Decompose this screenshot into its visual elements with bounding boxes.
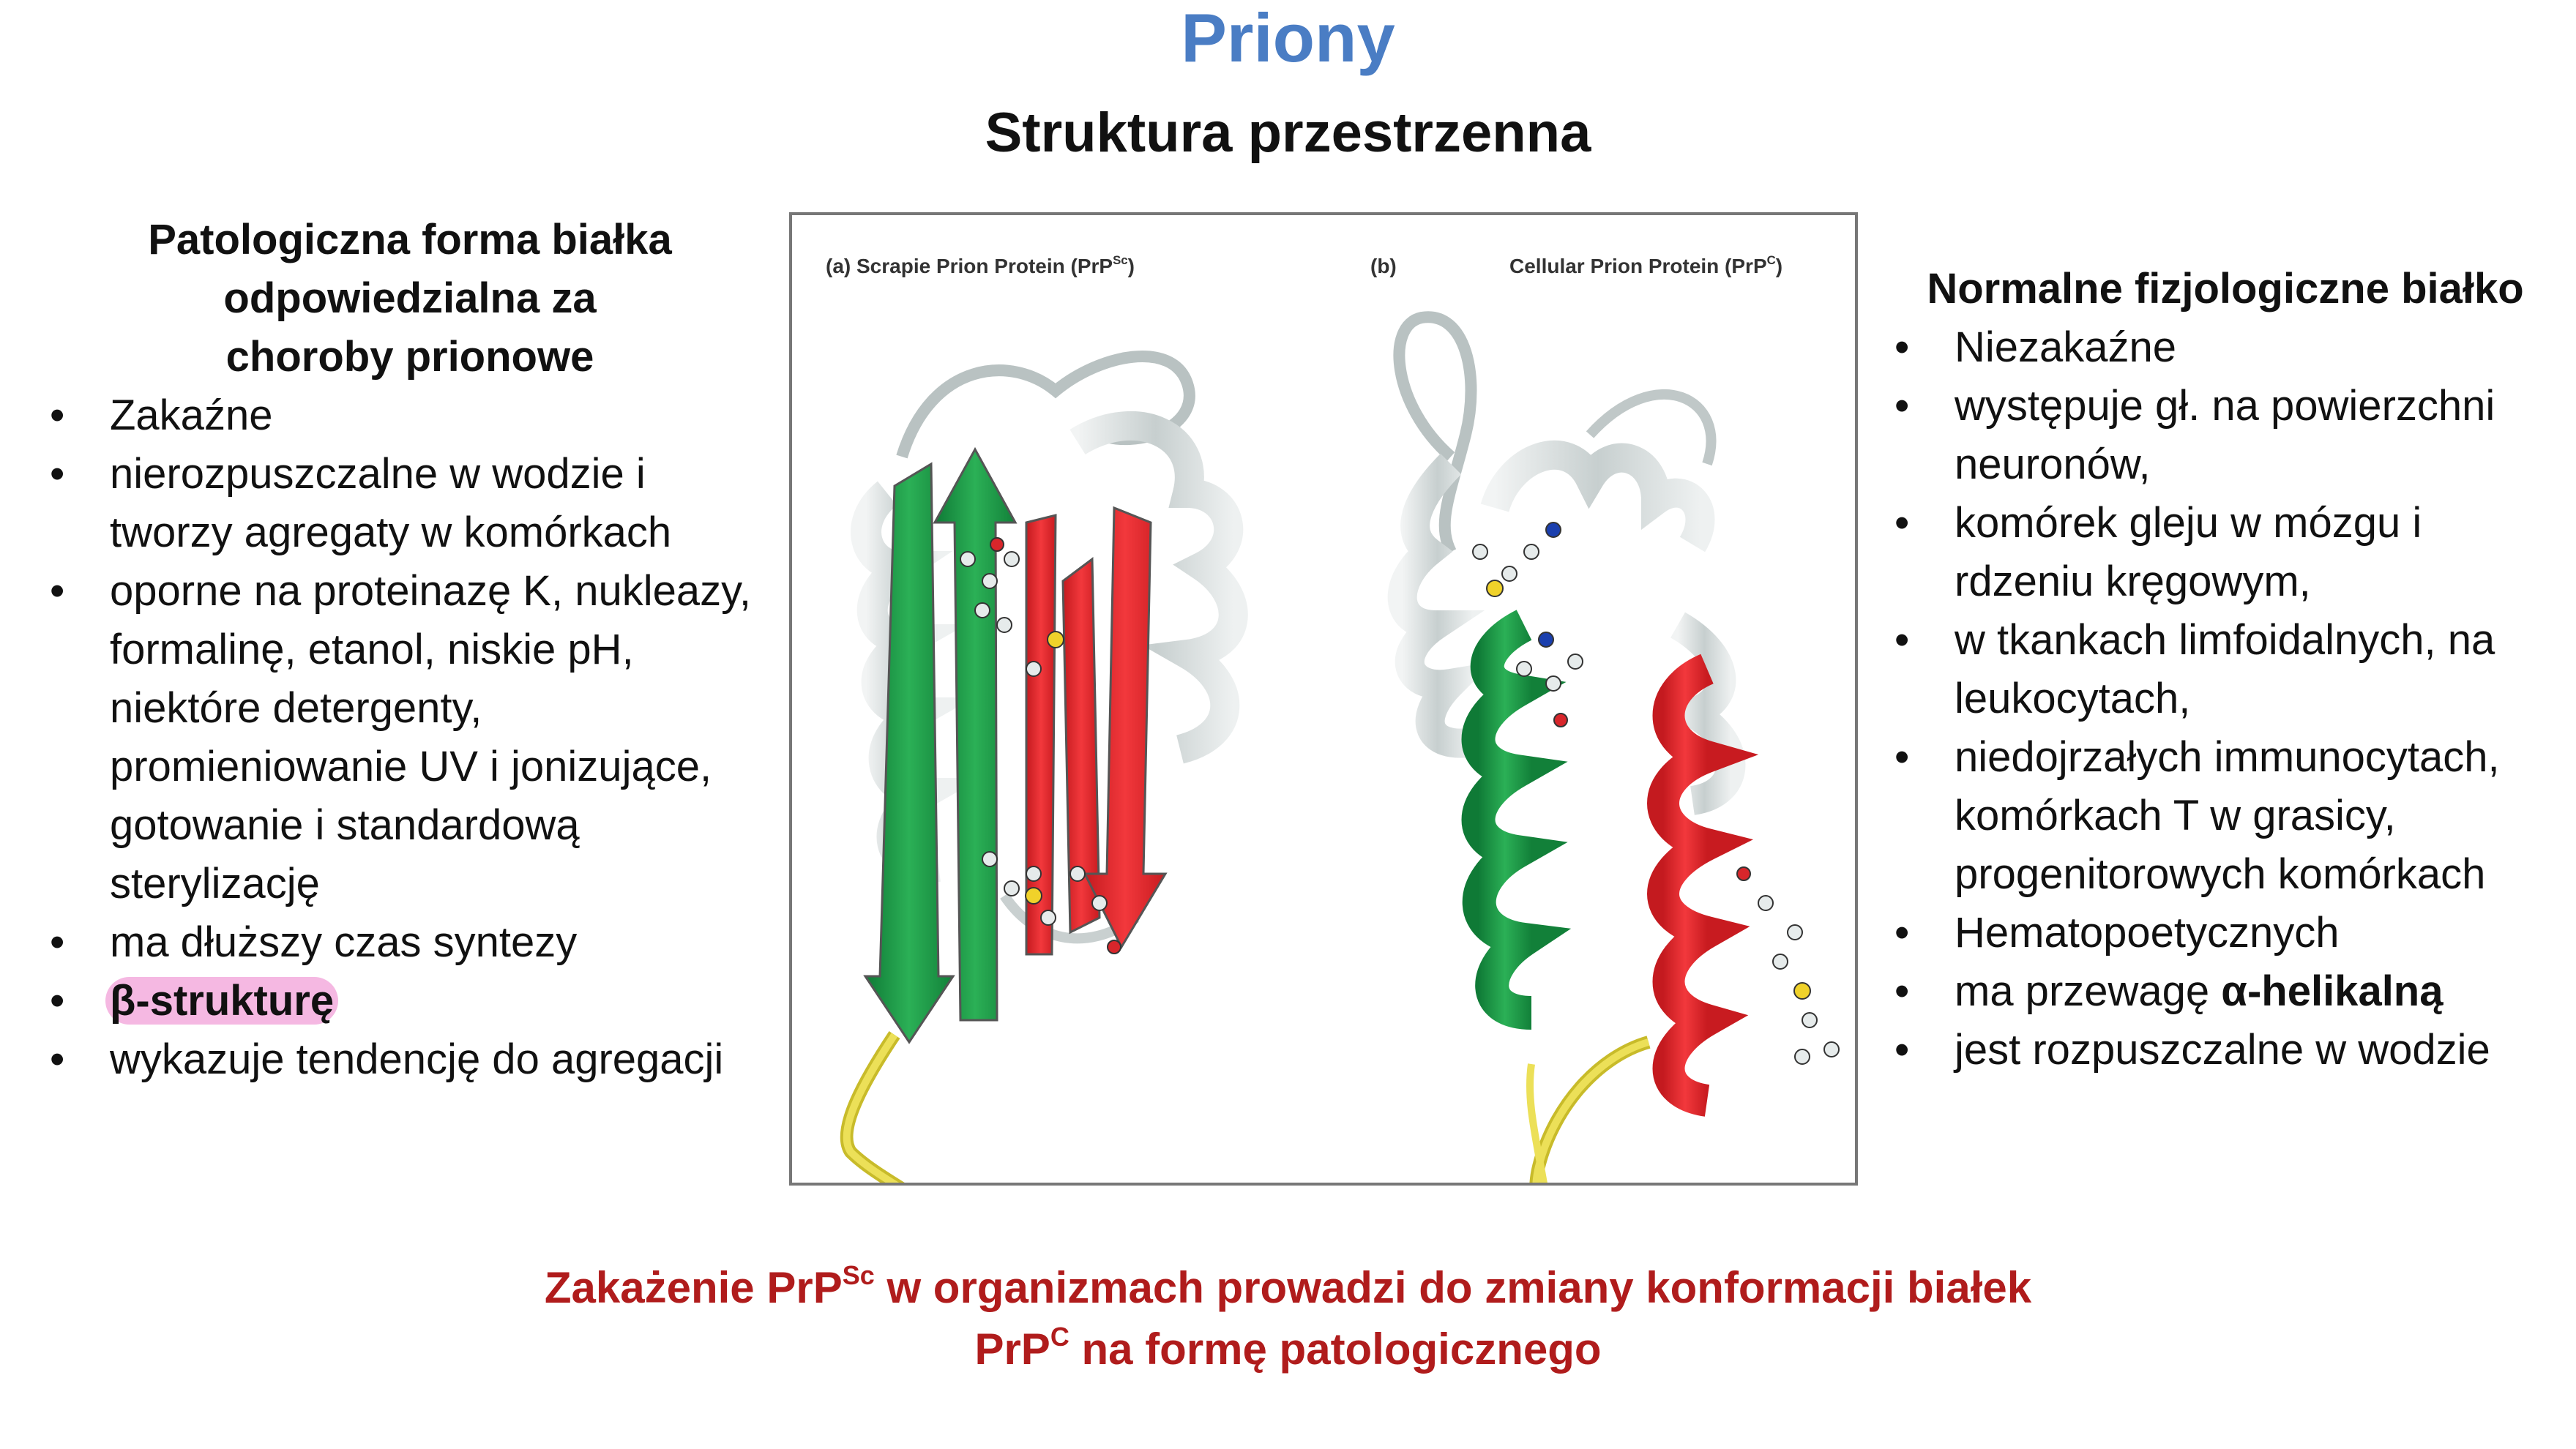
list-item: wykazuje tendencję do agregacji xyxy=(44,1030,776,1089)
slide-title: Priony xyxy=(1181,0,1395,76)
list-item: ma dłuższy czas syntezy xyxy=(44,913,776,972)
list-item: Hematopoetycznych xyxy=(1889,904,2562,962)
list-item: Zakaźne xyxy=(44,386,776,445)
list-item: komórek gleju w mózgu i rdzeniu kręgowym… xyxy=(1889,494,2562,611)
list-item: oporne na proteinazę K, nukleazy, formal… xyxy=(44,562,776,913)
list-item: jest rozpuszczalne w wodzie xyxy=(1889,1021,2562,1079)
right-list: Niezakaźne występuje gł. na powierzchni … xyxy=(1889,318,2562,1079)
footer-line-1: Zakażenie PrPSc w organizmach prowadzi d… xyxy=(544,1260,2032,1312)
figure-label-b-marker: (b) xyxy=(1370,255,1397,277)
list-item: Niezakaźne xyxy=(1889,318,2562,377)
left-heading-line: Patologiczna forma białka xyxy=(148,216,672,263)
list-item: nierozpuszczalne w wodzie i tworzy agreg… xyxy=(44,445,776,562)
right-column: Normalne fizjologiczne białko Niezakaźne… xyxy=(1889,260,2562,1079)
slide-subtitle: Struktura przestrzenna xyxy=(985,102,1591,164)
list-item: występuje gł. na powierzchni neuronów, xyxy=(1889,377,2562,494)
list-item: w tkankach limfoidalnych, na leukocytach… xyxy=(1889,611,2562,728)
left-list: Zakaźne nierozpuszczalne w wodzie i twor… xyxy=(44,386,776,1089)
scrapie-prion-model xyxy=(840,351,1248,1183)
footer-line-2: PrPC na formę patologicznego xyxy=(974,1322,1602,1374)
right-heading: Normalne fizjologiczne białko xyxy=(1927,265,2524,312)
alpha-helical-text: α-helikalną xyxy=(2221,967,2444,1015)
list-item: niedojrzałych immunocytach, komórkach T … xyxy=(1889,728,2562,904)
footer-conclusion: Zakażenie PrPSc w organizmach prowadzi d… xyxy=(0,1257,2576,1380)
list-item-alpha: ma przewagę α-helikalną xyxy=(1889,962,2562,1021)
beta-highlight: β-strukturę xyxy=(105,977,339,1025)
figure-label-a: (a) Scrapie Prion Protein (PrPSc) xyxy=(826,253,1135,277)
left-heading-line: odpowiedzialna za xyxy=(223,274,597,322)
beta-structure-text: β-strukturę xyxy=(110,977,335,1025)
left-heading: Patologiczna forma białka odpowiedzialna… xyxy=(44,211,776,386)
cellular-prion-model xyxy=(1387,311,1840,1183)
left-heading-line: choroby prionowe xyxy=(225,333,594,381)
list-item-beta: β-strukturę xyxy=(44,972,776,1030)
figure-label-b: Cellular Prion Protein (PrPC) xyxy=(1509,253,1783,277)
left-column: Patologiczna forma białka odpowiedzialna… xyxy=(44,211,776,1089)
protein-ribbon-illustration xyxy=(840,311,1840,1183)
prion-structure-figure: (a) Scrapie Prion Protein (PrPSc) (b) Ce… xyxy=(789,212,1858,1186)
